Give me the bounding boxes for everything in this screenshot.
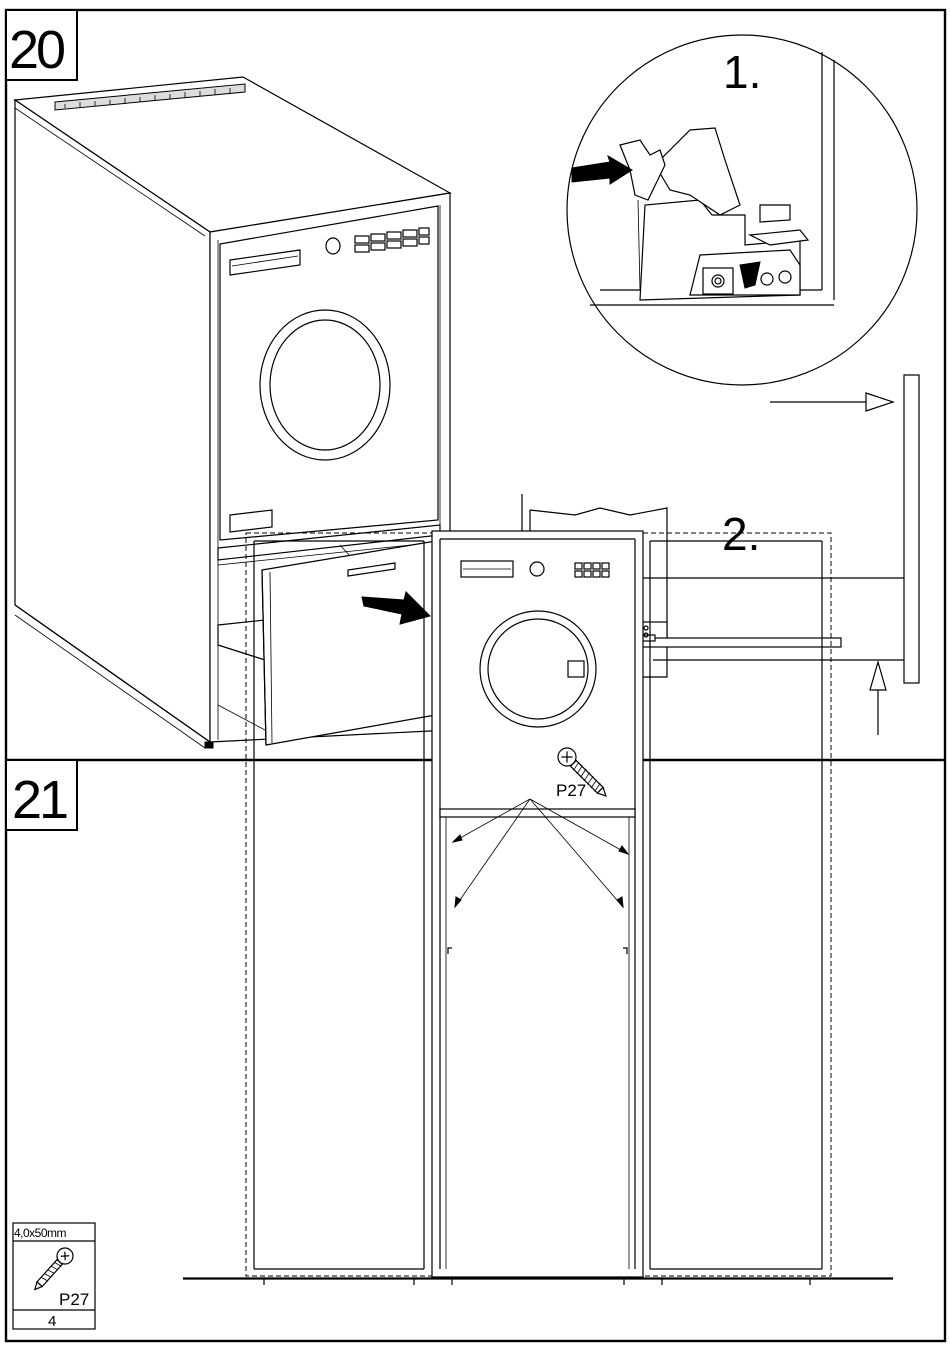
parts-size: 4,0x50mm: [14, 1226, 67, 1240]
washer-door: [260, 310, 390, 460]
parts-box: 4,0x50mm P27 4: [13, 1223, 95, 1330]
washer-knob: [326, 238, 340, 254]
parts-quantity: 4: [48, 1313, 56, 1330]
up-arrow-icon: [870, 662, 886, 690]
step-number-20: 20: [9, 20, 64, 80]
right-arrow-icon: [866, 393, 893, 411]
center-tower: [432, 531, 643, 1277]
drawer-panel-side: [904, 375, 919, 683]
washer-knob-front: [530, 562, 544, 576]
screw-part-label: P27: [556, 781, 586, 800]
step-number-21: 21: [12, 770, 67, 830]
callout-1: 1.: [723, 46, 761, 98]
parts-code: P27: [59, 1290, 89, 1309]
shelf-front: [440, 809, 635, 817]
callout-2: 2.: [722, 508, 760, 560]
detail-1: 1.: [567, 35, 917, 385]
